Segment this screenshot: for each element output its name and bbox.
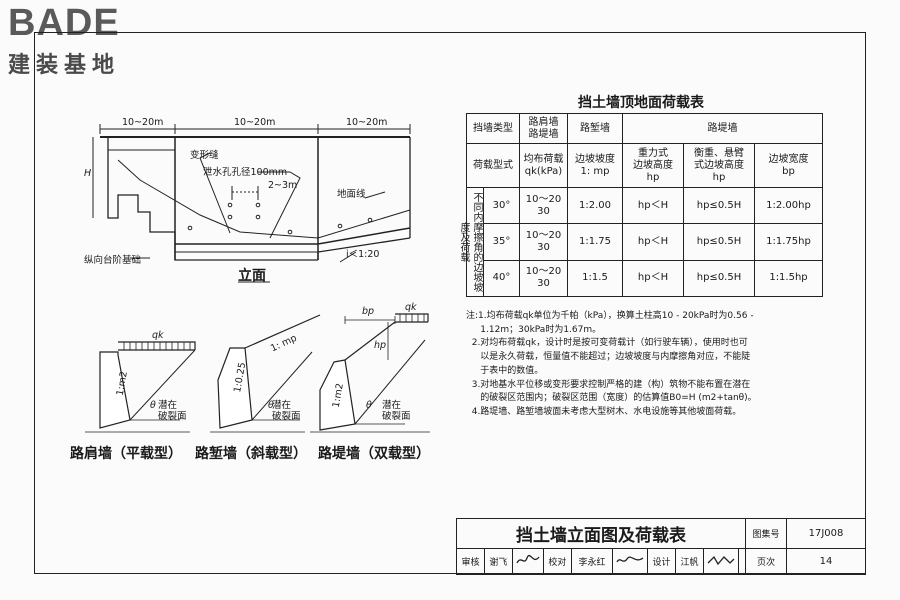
note-line: 1.12m；30kPa时为1.67m。 [466,324,602,335]
angle-cell: 30° [484,188,519,225]
note-line: 注:1.均布荷载qk单位为千帕（kPa），换算土柱高10 - 20kPa时为0.… [466,311,754,321]
header-wall-type: 挡墙类型 [466,113,520,144]
side-label-cell: 不同内摩擦角的边坡坡度及荷载 30° 35° 40° [458,187,520,297]
section-c-bp: bp [362,306,375,317]
section-a-theta: θ [150,400,156,411]
header-load-type: 荷载型式 [466,143,520,188]
note-line: 以是永久荷载，恒量值不能超过；边坡坡度与内摩擦角对应，不能陡 [466,352,751,363]
cantilever-cell: hp≤0.5H [683,259,755,298]
section-c-fracture: 潜在 破裂面 [382,400,411,422]
section-b-caption: 路堑墙（斜载型） [195,446,307,462]
joint-label: 变形缝 [190,150,219,161]
width-cell: 1:1.75hp [754,223,823,261]
load-table: 挡墙类型 路肩墙 路堤墙 路堑墙 路堤墙 荷载型式 均布荷载 qk(kPa) 边… [458,113,823,298]
header-embankment: 路堤墙 [622,113,823,144]
section-a-fracture: 潜在 破裂面 [158,400,187,422]
side-label: 不同内摩擦角的边坡坡度及荷载 [458,188,484,296]
table-title: 挡土墙顶地面荷载表 [578,95,704,111]
step-foundation-label: 纵向台阶基础 [84,255,142,266]
section-a-qk: qk [152,330,164,341]
angle-cell: 40° [492,272,511,284]
atlas-number: 17J008 [786,518,866,549]
review-label: 审核 [456,548,485,575]
header-slope: 边坡坡度 1: mp [567,143,623,188]
header-cantilever: 衡重、悬臂 式边坡高度 hp [683,143,755,188]
section-c-hp: hp [374,340,387,351]
header-qk: 均布荷载 qk(kPa) [519,143,568,188]
weep-hole-label: 泄水孔孔径100mm [203,167,288,178]
check-label: 校对 [542,548,572,575]
slope-label: i＜1:20 [346,249,380,260]
checker-signature [612,548,649,575]
section-c-qk: qk [405,302,417,313]
width-cell: 1:1.5hp [754,259,823,298]
atlas-label: 图集号 [745,518,787,549]
drawing-title: 挡土墙立面图及荷载表 [456,518,746,549]
header-gravity: 重力式 边坡高度 hp [622,143,684,188]
section-c-caption: 路堤墙（双载型） [318,446,430,462]
designer-signature [703,548,739,575]
section-b-fracture: 潜在 破裂面 [272,400,301,422]
section-a-caption: 路肩墙（平载型） [70,446,182,462]
logo-name: 建装基地 [8,53,121,78]
header-width: 边坡宽度 bp [754,143,823,188]
note-line: 2.对均布荷载qk，设计时是按可变荷载计（如行驶车辆），使用时也可 [466,338,748,349]
angle-cell: 35° [484,224,519,261]
drawing-frame [34,32,866,574]
ground-line-label: 地面线 [337,189,366,200]
reviewer-signature [511,548,544,575]
page-label: 页次 [745,548,787,575]
slope-cell: 1:1.75 [567,223,623,261]
design-label: 设计 [647,548,676,575]
gravity-cell: hp＜H [622,186,684,225]
title-block: 挡土墙立面图及荷载表 图集号 17J008 审核 谢飞 校对 李永红 设计 江帆… [456,518,866,575]
gravity-cell: hp＜H [622,259,684,298]
notes: 注:1.均布荷载qk单位为千帕（kPa），换算土柱高10 - 20kPa时为0.… [466,310,861,420]
header-cut: 路堑墙 [567,113,623,144]
header-shoulder: 路肩墙 路堤墙 [519,113,568,144]
note-line: 3.对地基水平位移或变形要求控制严格的建（构）筑物不能布置在潜在 [466,379,751,390]
section-b-theta: θ [268,400,274,411]
designer-name: 江帆 [675,548,704,575]
page-number: 14 [786,548,866,575]
gravity-cell: hp＜H [622,223,684,261]
slope-cell: 1:2.00 [567,186,623,225]
qk-cell: 10～20 30 [519,259,568,298]
section-c-theta: θ [366,400,372,411]
qk-cell: 10～20 30 [519,223,568,261]
height-label: H [84,168,92,179]
dim-label-2: 10~20m [234,117,276,128]
note-line: 4.路堤墙、路堑墙坡面未考虑大型树木、水电设施等其他坡面荷载。 [466,406,742,417]
elevation-caption: 立面 [238,268,266,284]
dim-label-3: 10~20m [346,117,388,128]
note-line: 于表中的数值。 [466,365,544,376]
dim-label-1: 10~20m [122,117,164,128]
spacing-label: 2~3m [268,180,298,191]
logo-brand: BADE [8,2,120,44]
spacer-cell [738,548,746,575]
cantilever-cell: hp≤0.5H [683,223,755,261]
slope-cell: 1:1.5 [567,259,623,298]
cantilever-cell: hp≤0.5H [683,186,755,225]
note-line: 的破裂区范围内；破裂区范围（宽度）的估算值B0=H (m2+tanθ)。 [466,393,757,404]
qk-cell: 10～20 30 [519,186,568,225]
width-cell: 1:2.00hp [754,186,823,225]
reviewer-name: 谢飞 [483,548,513,575]
checker-name: 李永红 [570,548,614,575]
